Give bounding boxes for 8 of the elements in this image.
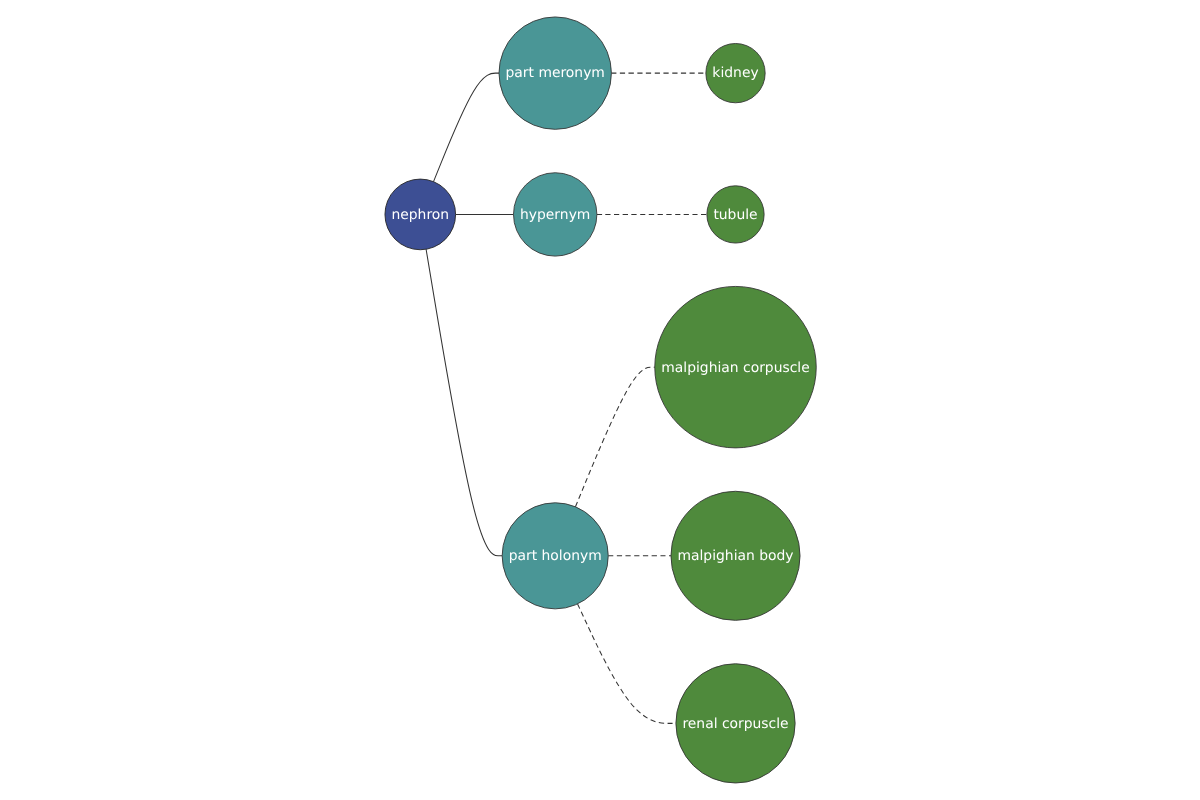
connector [576,603,676,724]
connector [425,248,503,557]
connector [432,72,499,183]
connector [454,213,514,215]
connector [610,72,706,74]
connector [574,366,655,508]
connector [607,555,671,557]
connector [595,213,707,215]
